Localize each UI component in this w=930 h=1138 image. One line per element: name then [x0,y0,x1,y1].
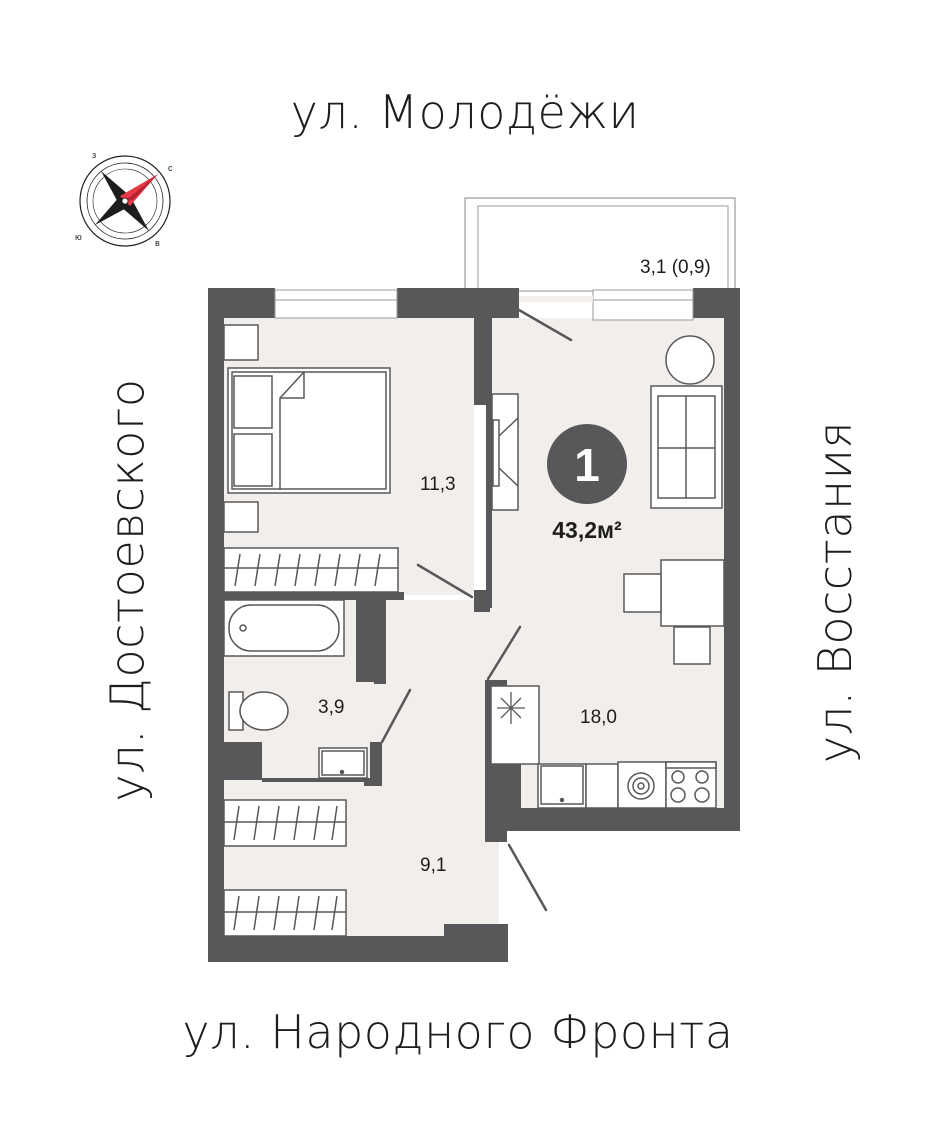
compass-south-letter: ю [75,232,82,242]
room-count-badge: 1 [547,424,627,504]
living-room-door [486,625,522,681]
kitchen-counter-2 [585,763,619,809]
street-label-north: ул. Молодёжи [290,85,640,139]
hallway-area: 9,1 [420,855,446,876]
living-kitchen-area: 18,0 [580,707,617,728]
balcony: 3,1 (0,9) [464,197,736,292]
compass-east-letter: в [155,238,160,248]
compass-north-letter: с [168,163,173,173]
windows [274,289,694,321]
wardrobe-hallway-top-icon [223,799,347,847]
balcony-area: 3,1 (0,9) [640,257,711,278]
hallway-furniture [223,799,347,937]
compass-west-letter: з [92,150,96,160]
total-area-label: 43,2м² [552,517,622,543]
kitchen-sink-icon [540,765,584,805]
dining-table-icon [623,559,725,665]
room-count-number: 1 [574,439,600,491]
snowflake-icon [497,692,525,724]
fridge-icon [490,685,540,765]
bathroom-furniture [223,599,368,779]
entrance-door [507,843,548,912]
bathroom-door [380,688,412,744]
bathtub-icon [223,599,345,657]
bathroom-area: 3,9 [318,697,344,718]
doors [380,308,573,912]
nightstand-top [223,324,259,361]
bedroom-door [416,563,474,599]
walls [208,288,740,962]
stove-icon [665,761,717,809]
wardrobe-hallway-bottom-icon [223,889,347,937]
compass-needle-south [95,196,130,225]
bedroom-area: 11,3 [420,474,456,495]
washbasin-icon [318,747,368,779]
sofa-icon [650,385,723,509]
kitchen-furniture [490,685,717,809]
balcony-door [517,308,573,342]
street-label-south: ул. Народного Фронта [182,1005,734,1059]
double-bed-icon [227,367,391,494]
tv-unit-icon [491,393,519,511]
wardrobe-bedroom-icon [223,547,399,593]
round-table-icon [665,335,715,385]
toilet-icon [228,691,289,731]
living-room-furniture [491,335,725,665]
compass-rose-icon: з с ю в [75,150,173,248]
nightstand-bottom [223,501,259,533]
bedroom-furniture [223,324,399,593]
